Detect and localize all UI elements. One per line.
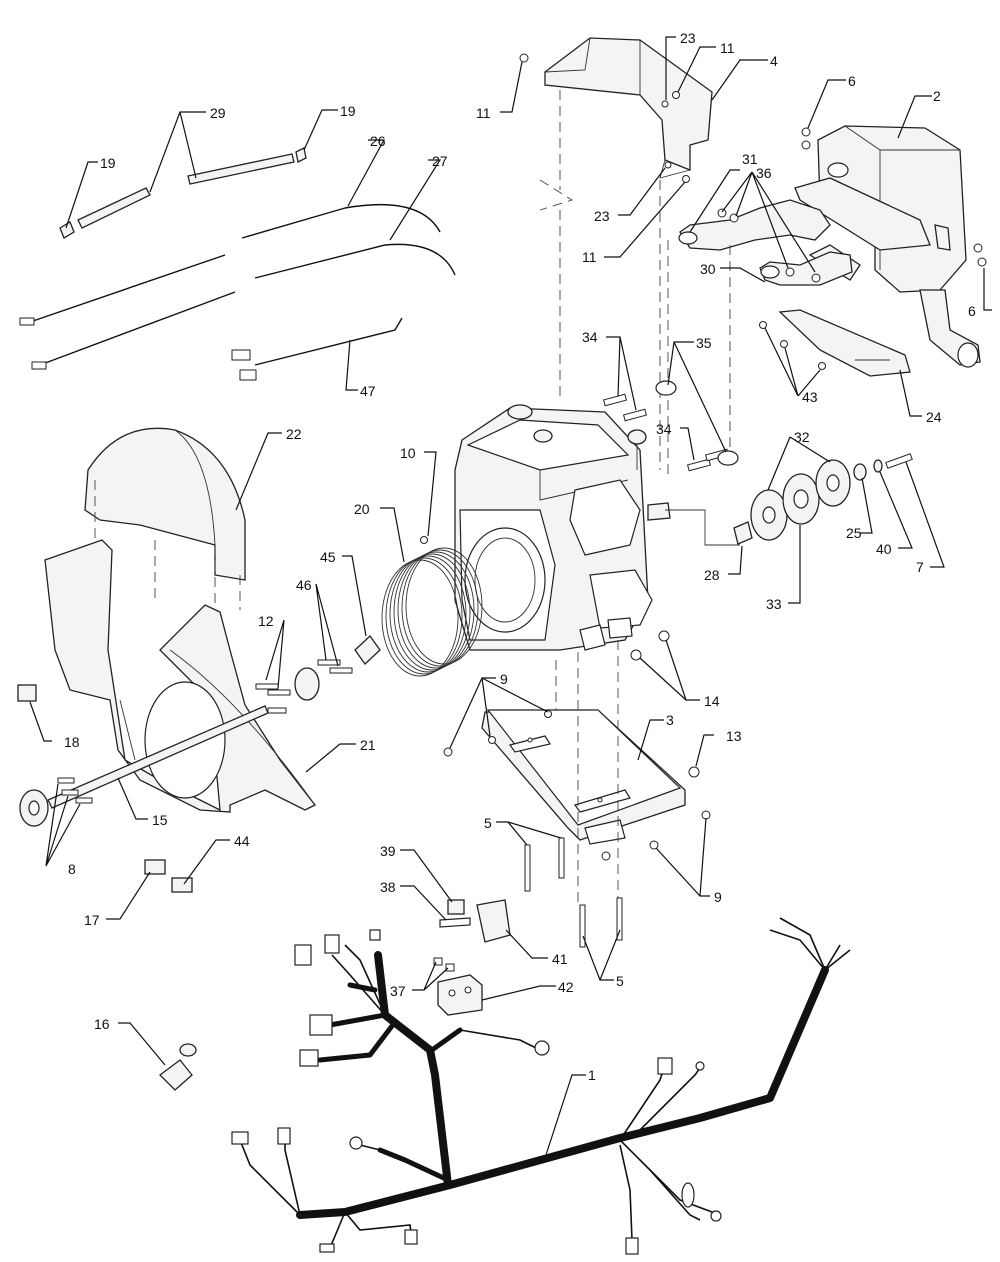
throttle-cable-parts [19,203,456,370]
module-parts [433,899,511,1016]
callout-2: 2 [933,88,941,104]
callout-9-bottom: 9 [714,889,722,905]
callout-6-top: 6 [848,73,856,89]
callout-24: 24 [926,409,942,425]
callout-9-top: 9 [500,671,508,687]
callout-22: 22 [286,426,302,442]
callout-34-top: 34 [582,329,598,345]
callout-40: 40 [876,541,892,557]
callout-47: 47 [360,383,376,399]
callout-36: 36 [756,165,772,181]
callout-15: 15 [152,812,168,828]
engine-part [454,404,671,651]
callout-4: 4 [770,53,778,69]
base-plate-part [481,709,686,845]
callout-18: 18 [64,734,80,750]
callout-38: 38 [380,879,396,895]
callout-30: 30 [700,261,716,277]
callout-23-lower: 23 [594,208,610,224]
exhaust-gasket-parts [678,199,853,286]
callout-8: 8 [68,861,76,877]
callout-14: 14 [704,693,720,709]
callout-35: 35 [696,335,712,351]
callout-46: 46 [296,577,312,593]
callout-5-bottom: 5 [616,973,624,989]
callout-44: 44 [234,833,250,849]
callout-19-right: 19 [340,103,356,119]
callout-39: 39 [380,843,396,859]
fuel-line-part [59,147,307,239]
callout-29: 29 [210,105,226,121]
nut-13-14-parts [630,630,700,778]
callout-11-top: 11 [720,40,735,56]
callout-20: 20 [354,501,370,517]
callout-13: 13 [726,728,742,744]
callout-10: 10 [400,445,416,461]
callout-32: 32 [794,429,810,445]
bolt-11-parts [519,53,690,183]
engine-shroud-part [544,37,713,179]
callout-31: 31 [742,151,758,167]
drive-belt-part [381,547,483,677]
callout-6-bottom: 6 [968,303,976,319]
callout-11-left: 11 [476,105,491,121]
callout-23-top: 23 [680,30,696,46]
leader-lines [29,36,992,1159]
callout-25: 25 [846,525,862,541]
callout-21: 21 [360,737,376,753]
stud-gasket-parts [602,380,739,472]
callout-16: 16 [94,1016,110,1032]
belt-guard-22-part [84,427,246,581]
shaft-assembly-part [19,635,381,827]
bolt-6-parts [801,127,987,267]
muffler-part [794,125,981,368]
callout-27: 27 [432,153,448,169]
callout-1: 1 [588,1067,596,1083]
heat-shield-part [759,309,911,377]
choke-rod-part [231,317,403,381]
callout-33: 33 [766,596,782,612]
callout-11-lower: 11 [582,249,597,265]
callout-34-mid: 34 [656,421,672,437]
callout-19-left: 19 [100,155,116,171]
callout-5-top: 5 [484,815,492,831]
callout-17: 17 [84,912,100,928]
callout-labels: 1 2 3 4 5 5 6 6 7 8 9 9 10 11 11 11 12 1… [64,30,976,1083]
callout-43: 43 [802,389,818,405]
callout-3: 3 [666,712,674,728]
bolt-5-parts [524,837,623,948]
housing-21-part [44,539,316,813]
callout-37: 37 [390,983,406,999]
callout-12: 12 [258,613,274,629]
switch-parts [17,684,197,1091]
wire-harness-part [231,917,851,1255]
callout-26: 26 [370,133,386,149]
callout-28: 28 [704,567,720,583]
callout-45: 45 [320,549,336,565]
callout-42: 42 [558,979,574,995]
bolt-9-parts [443,710,711,861]
callout-41: 41 [552,951,568,967]
pulley-parts [733,453,913,545]
callout-7: 7 [916,559,924,575]
